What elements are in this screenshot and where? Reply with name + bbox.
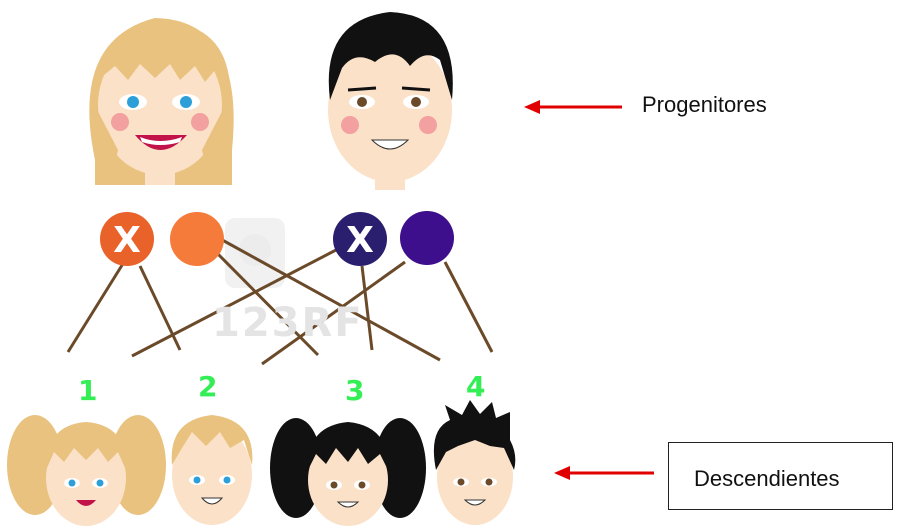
arrow-progenitores-icon	[524, 100, 622, 114]
offspring-number-2: 2	[198, 370, 218, 403]
allele-cross-orange: X	[100, 212, 154, 266]
watermark-text: 123RF	[212, 300, 364, 346]
father-face-icon	[328, 12, 453, 190]
watermark-logo	[225, 218, 285, 288]
offspring-number-3: 3	[345, 374, 365, 407]
offspring-number-1: 1	[78, 374, 98, 407]
line-orange-to-4	[214, 234, 441, 362]
descendientes-box	[668, 442, 893, 510]
line-cross-navy-to-1	[131, 248, 337, 358]
line-cross-navy-to-3	[360, 265, 374, 351]
line-cross-orange-to-1	[66, 261, 126, 353]
allele-cross-navy: X	[333, 212, 387, 266]
mother-face-icon	[89, 18, 234, 185]
child-3-girl-icon	[270, 418, 426, 526]
line-purple-to-2	[261, 260, 406, 366]
cross-mark-orange: X	[113, 220, 141, 261]
descendientes-label: Descendientes	[694, 466, 840, 491]
child-1-girl-icon	[7, 415, 166, 526]
line-cross-orange-to-2	[138, 265, 182, 351]
cross-mark-navy: X	[346, 220, 374, 261]
child-2-boy-icon	[171, 415, 253, 525]
line-purple-to-4	[443, 261, 494, 353]
connection-lines	[66, 234, 494, 366]
progenitores-label: Progenitores	[642, 92, 767, 117]
offspring-number-4: 4	[466, 370, 486, 403]
arrow-descendientes-icon	[554, 466, 654, 480]
child-4-boy-icon	[433, 400, 516, 525]
allele-orange	[170, 212, 224, 266]
allele-purple	[400, 211, 454, 265]
